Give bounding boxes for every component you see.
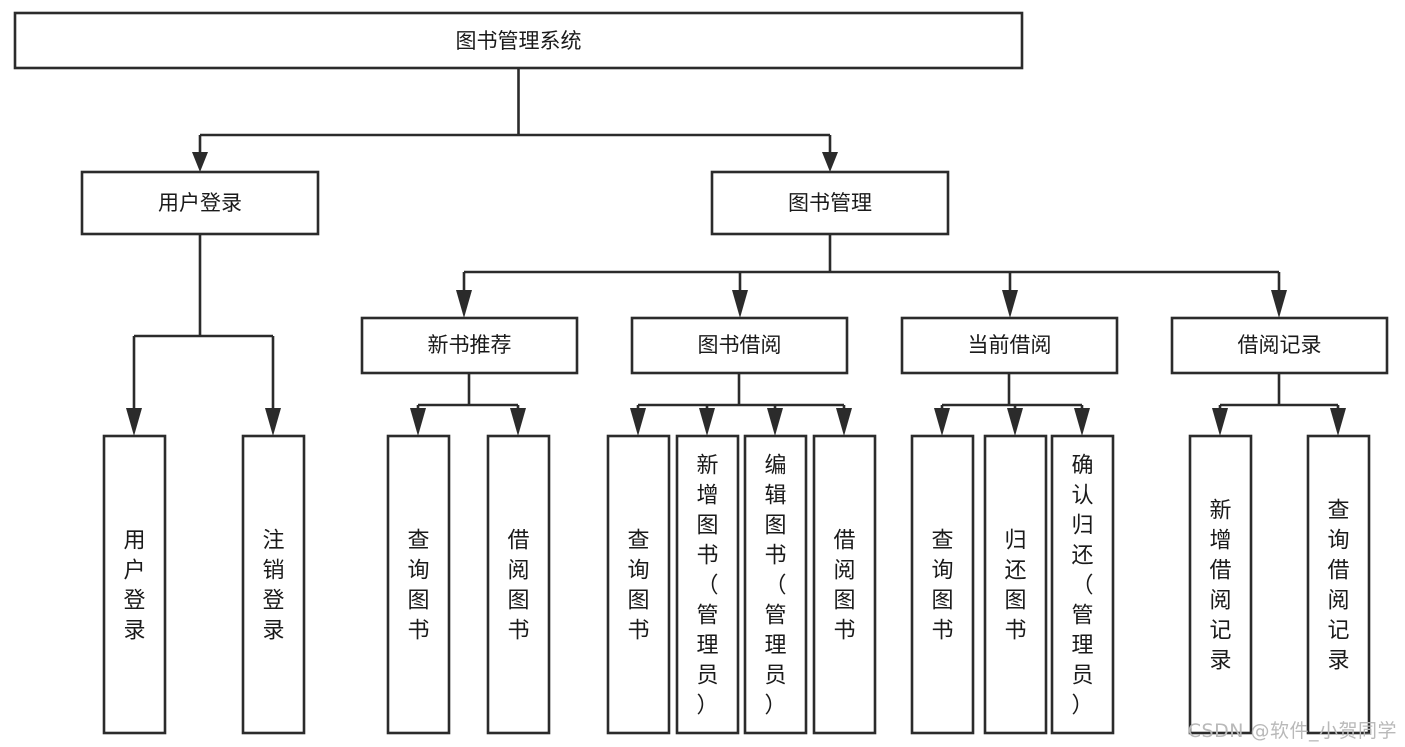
leaf-confirm-return-label: 确认归还（管理员） [1071,453,1093,718]
node-layer: 图书管理系统 用户登录 图书管理 新书推荐 图书借阅 当前 [13,11,1389,735]
node-current-borrow[interactable]: 当前借阅 [900,316,1119,375]
arrowhead-leaf-borrow-book-1 [510,408,526,436]
node-new-book-recommend[interactable]: 新书推荐 [360,316,579,375]
leaf-user-login[interactable]: 用户登录 [102,434,167,735]
arrowhead-leaf-user-login [126,408,142,436]
arrowhead-leaf-confirm-return [1074,408,1090,436]
node-book-manage-label: 图书管理 [788,191,872,215]
leaf-edit-book[interactable]: 编辑图书（管理员） [743,434,808,735]
node-root-rect[interactable] [13,11,1024,70]
leaf-add-book-rect[interactable] [675,434,740,735]
leaf-query-book-1[interactable]: 查询图书 [386,434,451,735]
node-root-label: 图书管理系统 [456,29,582,53]
leaf-add-borrow-record-label: 新增借阅记录 [1209,498,1231,673]
node-borrow-record[interactable]: 借阅记录 [1170,316,1389,375]
leaf-borrow-book-1[interactable]: 借阅图书 [486,434,551,735]
leaf-user-logout[interactable]: 注销登录 [241,434,306,735]
arrowhead-new-book-recommend [456,290,472,318]
node-book-borrow-label: 图书借阅 [698,333,782,357]
leaf-borrow-book-2[interactable]: 借阅图书 [812,434,877,735]
leaf-return-book[interactable]: 归还图书 [983,434,1048,735]
leaf-user-login-label: 用户登录 [123,528,145,643]
node-book-manage-rect[interactable] [710,170,950,236]
node-user-login[interactable]: 用户登录 [80,170,320,236]
node-user-login-label: 用户登录 [158,191,242,215]
node-current-borrow-label: 当前借阅 [968,333,1052,357]
arrowhead-leaf-query-book-1 [410,408,426,436]
arrowhead-leaf-query-borrow-record [1330,408,1346,436]
arrowhead-book-manage [822,152,838,172]
leaf-query-book-3[interactable]: 查询图书 [910,434,975,735]
leaf-query-book-2[interactable]: 查询图书 [606,434,671,735]
leaf-query-book-3-label: 查询图书 [931,528,953,643]
leaf-confirm-return-rect[interactable] [1050,434,1115,735]
arrowhead-leaf-query-book-3 [934,408,950,436]
leaf-query-book-3-rect[interactable] [910,434,975,735]
leaf-query-borrow-record-label: 查询借阅记录 [1327,498,1349,673]
leaf-user-logout-rect[interactable] [241,434,306,735]
leaf-query-borrow-record[interactable]: 查询借阅记录 [1306,434,1371,735]
leaf-add-book[interactable]: 新增图书（管理员） [675,434,740,735]
arrowhead-leaf-edit-book [767,408,783,436]
arrowhead-leaf-add-borrow-record [1212,408,1228,436]
arrowhead-leaf-user-logout [265,408,281,436]
leaf-query-book-2-rect[interactable] [606,434,671,735]
arrowhead-leaf-add-book [699,408,715,436]
leaf-edit-book-label: 编辑图书（管理员） [764,453,786,718]
arrowhead-book-borrow [732,290,748,318]
arrowhead-user-login [192,152,208,172]
leaf-user-logout-label: 注销登录 [262,528,284,643]
csdn-watermark: CSDN @软件_小贺同学 [1187,720,1397,742]
arrowhead-leaf-return-book [1007,408,1023,436]
node-current-borrow-rect[interactable] [900,316,1119,375]
arrowhead-current-borrow [1002,290,1018,318]
leaf-borrow-book-1-rect[interactable] [486,434,551,735]
arrowhead-borrow-record [1271,290,1287,318]
leaf-return-book-rect[interactable] [983,434,1048,735]
leaf-borrow-book-2-label: 借阅图书 [833,528,855,643]
node-new-book-recommend-label: 新书推荐 [428,333,512,357]
leaf-add-book-label: 新增图书（管理员） [696,453,718,718]
node-borrow-record-label: 借阅记录 [1238,333,1322,357]
leaf-query-book-1-label: 查询图书 [407,528,429,643]
node-book-borrow-rect[interactable] [630,316,849,375]
leaf-return-book-label: 归还图书 [1004,528,1026,643]
leaf-confirm-return[interactable]: 确认归还（管理员） [1050,434,1115,735]
connector-layer [126,68,1346,436]
leaf-query-book-2-label: 查询图书 [627,528,649,643]
leaf-add-borrow-record[interactable]: 新增借阅记录 [1188,434,1253,735]
arrowhead-leaf-query-book-2 [630,408,646,436]
node-new-book-recommend-rect[interactable] [360,316,579,375]
leaf-edit-book-rect[interactable] [743,434,808,735]
leaf-add-borrow-record-rect[interactable] [1188,434,1253,735]
leaf-borrow-book-1-label: 借阅图书 [507,528,529,643]
node-book-manage[interactable]: 图书管理 [710,170,950,236]
node-user-login-rect[interactable] [80,170,320,236]
node-book-borrow[interactable]: 图书借阅 [630,316,849,375]
leaf-query-book-1-rect[interactable] [386,434,451,735]
leaf-query-borrow-record-rect[interactable] [1306,434,1371,735]
node-root[interactable]: 图书管理系统 [13,11,1024,70]
node-borrow-record-rect[interactable] [1170,316,1389,375]
arrowhead-leaf-borrow-book-2 [836,408,852,436]
leaf-borrow-book-2-rect[interactable] [812,434,877,735]
leaf-user-login-rect[interactable] [102,434,167,735]
